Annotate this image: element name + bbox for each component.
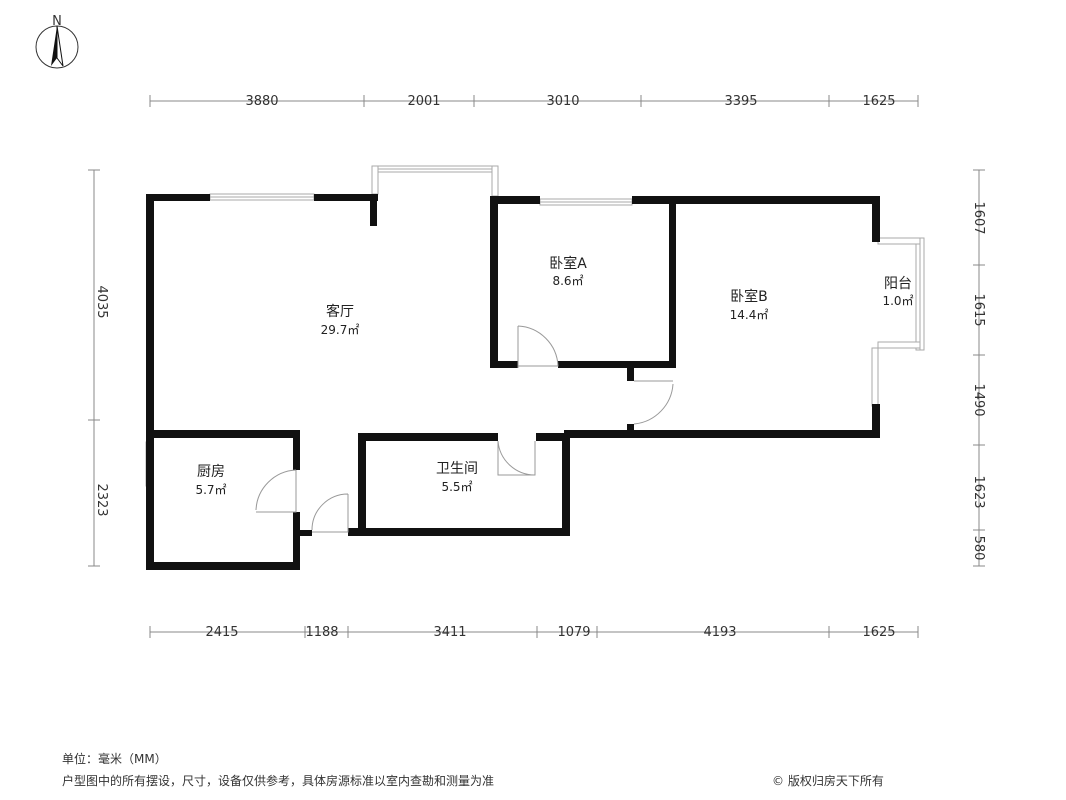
bottom-dim-1: 2415 [205,625,238,640]
bottom-dimension-line [149,626,919,638]
doors [255,325,674,533]
unit-note: 单位：毫米（MM） [62,752,167,766]
balcony-name: 阳台 [884,276,912,292]
bedroom-a-area: 8.6㎡ [552,274,583,288]
left-dimension-line [88,169,100,567]
top-dim-4: 3395 [724,94,757,109]
top-dim-3: 3010 [546,94,579,109]
living-room-name: 客厅 [326,303,354,320]
bathroom-area: 5.5㎡ [441,480,472,494]
disclaimer-note: 户型图中的所有摆设，尺寸，设备仅供参考，具体房源标准以室内查勘和测量为准 [62,774,495,788]
bedroom-b-name: 卧室B [730,288,768,305]
living-room-area: 29.7㎡ [321,323,360,337]
right-dimension-line [973,169,985,567]
top-dim-1: 3880 [245,94,278,109]
bottom-dim-2: 1188 [305,625,338,640]
left-dim-2: 2323 [94,483,109,516]
right-dim-1: 1607 [971,201,986,234]
top-dim-2: 2001 [407,94,440,109]
top-dimension-line [149,95,919,107]
bottom-dim-4: 1079 [557,625,590,640]
right-dim-2: 1615 [971,293,986,326]
bedroom-a-name: 卧室A [549,255,587,272]
right-dim-3: 1490 [971,383,986,416]
bottom-dim-6: 1625 [862,625,895,640]
copyright-note: © 版权归房天下所有 [772,774,884,788]
right-dim-5: 580 [971,536,986,561]
bottom-dim-5: 4193 [703,625,736,640]
north-arrow-icon: N [35,14,79,69]
bathroom-name: 卫生间 [436,461,478,477]
left-dim-1: 4035 [94,285,109,318]
top-dim-5: 1625 [862,94,895,109]
bedroom-b-area: 14.4㎡ [730,308,769,322]
north-label: N [52,14,62,29]
kitchen-name: 厨房 [197,464,225,480]
balcony-area: 1.0㎡ [882,294,913,308]
bottom-dim-3: 3411 [433,625,466,640]
walls [146,194,880,570]
kitchen-area: 5.7㎡ [195,483,226,497]
right-dim-4: 1623 [971,475,986,508]
